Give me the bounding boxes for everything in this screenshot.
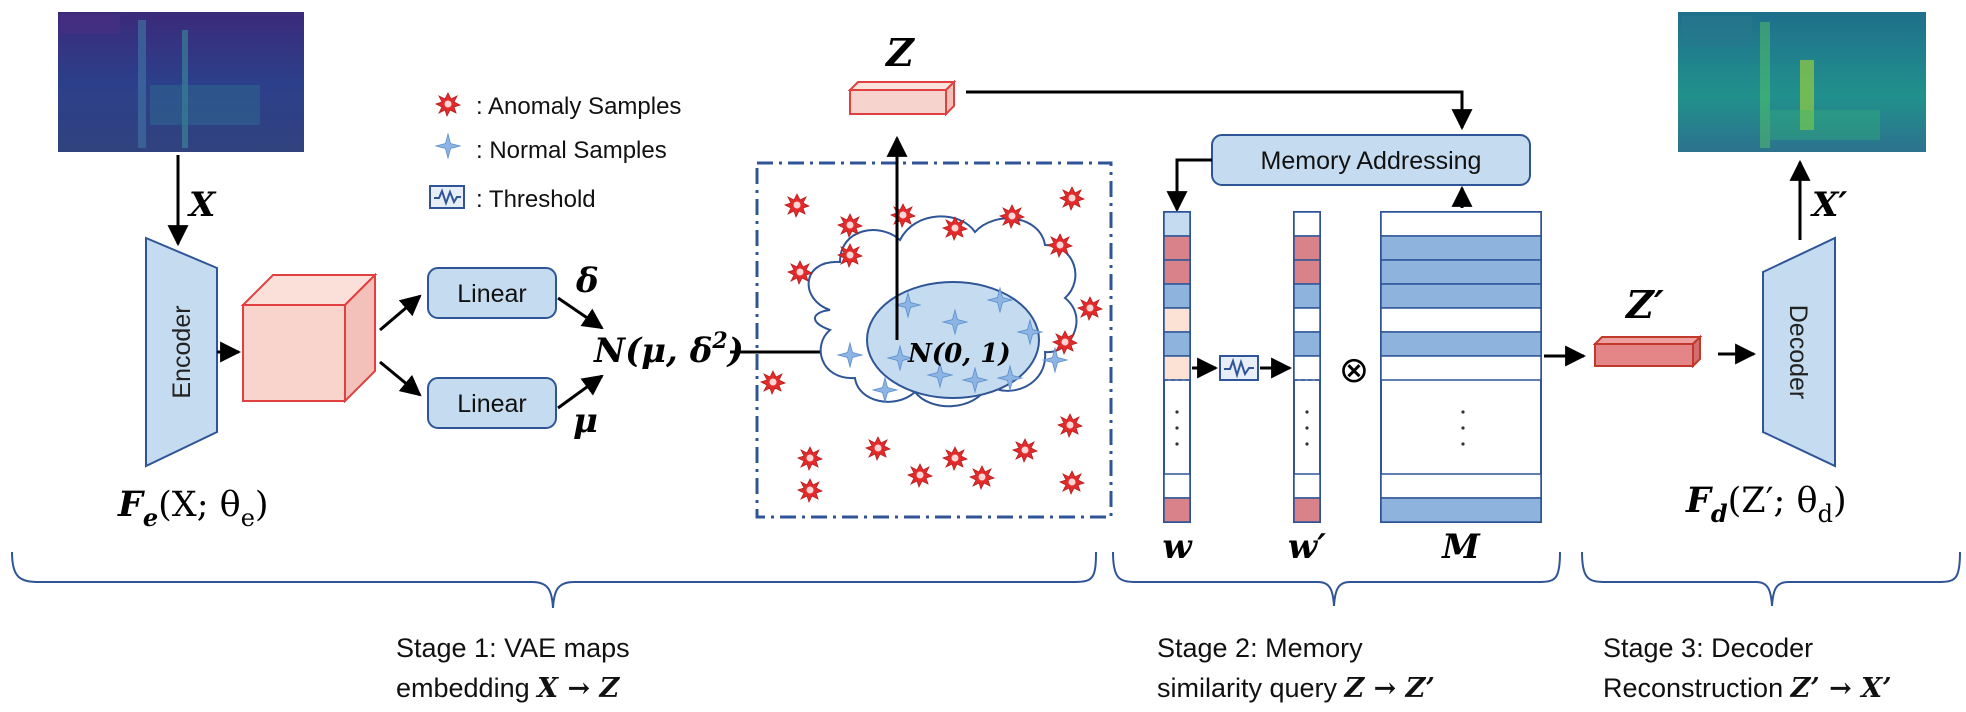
encoder-formula: Fe(X; θe) — [117, 484, 269, 532]
legend-anomaly-label: : Anomaly Samples — [476, 93, 681, 120]
output-spectrogram — [1678, 12, 1926, 152]
mu-label: μ — [573, 401, 598, 441]
encoder-label: Encoder — [168, 305, 196, 398]
normal-legend-icon — [435, 133, 461, 159]
reconstructed-z-bar — [1592, 334, 1703, 369]
latent-space-region — [755, 161, 1113, 519]
reconstructed-z-label: Z′ — [1624, 282, 1664, 327]
weight-vector-w — [1163, 211, 1191, 523]
threshold-legend-icon — [429, 185, 465, 209]
decoder-block — [1762, 236, 1836, 468]
latent-z-label: Z — [884, 30, 915, 75]
stage1-caption-line2: embedding X → Z — [396, 673, 620, 704]
linear-top-label: Linear — [457, 280, 527, 308]
input-spectrogram — [58, 12, 304, 152]
normal-ellipse — [866, 281, 1040, 399]
stage3-caption-line2: Reconstruction Z’ → X’ — [1603, 673, 1891, 704]
stage2-brace — [1112, 551, 1561, 607]
latent-distribution: N(μ, δ2) — [593, 328, 744, 371]
stage1-caption-line1: Stage 1: VAE maps — [396, 633, 630, 663]
input-x-label: X — [187, 185, 217, 225]
stage3-caption-line1: Stage 3: Decoder — [1603, 633, 1813, 663]
standard-normal-label: N(0, 1) — [907, 339, 1011, 369]
linear-bottom-block — [427, 377, 557, 429]
multiply-operator: ⊗ — [1339, 349, 1369, 390]
decoder-formula: Fd(Z′; θd) — [1685, 480, 1847, 528]
decoder-label: Decoder — [1784, 305, 1812, 400]
latent-z-bar — [847, 79, 957, 117]
m-label: M — [1441, 527, 1481, 567]
threshold-icon — [1219, 355, 1259, 381]
w-label: w — [1162, 527, 1193, 567]
stage2-caption-line2: similarity query Z → Z’ — [1157, 673, 1435, 704]
legend-normal-label: : Normal Samples — [476, 137, 667, 164]
legend-threshold-label: : Threshold — [476, 186, 596, 213]
encoder-block — [145, 236, 218, 468]
stage1-brace — [11, 551, 1097, 609]
linear-top-block — [427, 267, 557, 319]
delta-label: δ — [575, 261, 599, 301]
stage3-brace — [1581, 551, 1961, 607]
stage2-caption-line1: Stage 2: Memory — [1157, 633, 1363, 663]
memory-matrix — [1380, 211, 1542, 523]
output-x-label: X′ — [1810, 185, 1847, 225]
w-prime-label: w′ — [1288, 527, 1326, 567]
feature-cube — [240, 272, 378, 404]
memory-addressing-label: Memory Addressing — [1261, 147, 1482, 175]
anomaly-legend-icon — [435, 92, 461, 117]
linear-bottom-label: Linear — [457, 390, 527, 418]
legend: : Anomaly Samples : Normal Samples : Thr… — [429, 92, 681, 213]
weight-vector-w-prime — [1293, 211, 1321, 523]
